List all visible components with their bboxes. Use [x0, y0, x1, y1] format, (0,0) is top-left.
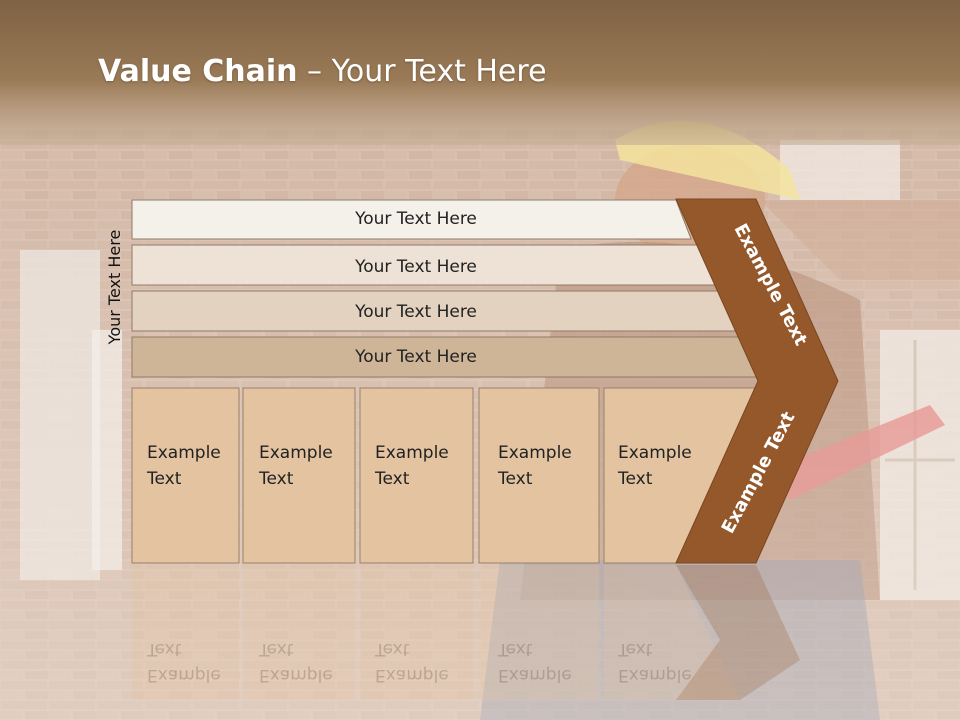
- chevron-reflection: [676, 565, 800, 700]
- bar-label-3: Your Text Here: [355, 302, 477, 322]
- column-2: [242, 387, 356, 564]
- bars-layer: [131, 199, 763, 378]
- column-3: [359, 387, 474, 564]
- slide-title: Value Chain – Your Text Here: [98, 54, 547, 89]
- slide-title-bold: Value Chain: [98, 54, 298, 89]
- column-1: [131, 387, 240, 564]
- slide-title-rest: – Your Text Here: [297, 54, 547, 89]
- column-reflection-shape-5: [604, 565, 740, 700]
- vertical-axis-label: Your Text Here: [105, 229, 124, 345]
- column-reflection-shape-2: [243, 565, 355, 700]
- columns-layer: [131, 387, 757, 564]
- reflection-layer: [132, 565, 740, 700]
- column-reflection-shape-3: [360, 565, 473, 700]
- column-4: [478, 387, 600, 564]
- chevron-arrow: [675, 198, 839, 564]
- bar-label-4: Your Text Here: [355, 347, 477, 367]
- bar-label-1: Your Text Here: [355, 209, 477, 229]
- bar-label-2: Your Text Here: [355, 257, 477, 277]
- bar-1: [131, 199, 692, 240]
- column-reflection-shape-4: [479, 565, 599, 700]
- column-reflection-shape-1: [132, 565, 239, 700]
